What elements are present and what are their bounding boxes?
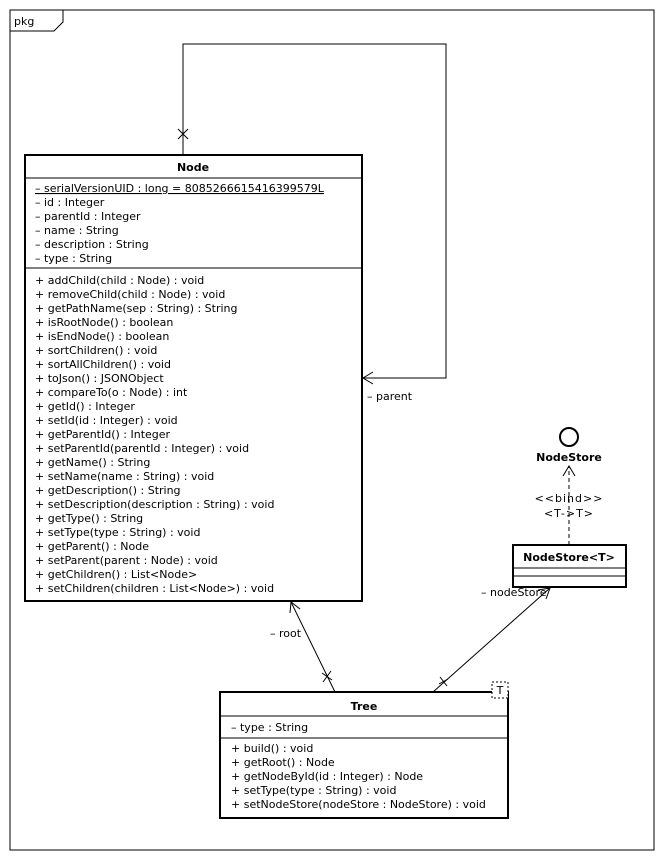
class-node-operation: + addChild(child : Node) : void: [35, 274, 204, 287]
class-node-operation: + setType(type : String) : void: [35, 526, 200, 539]
class-nodestore-bound: NodeStore<T>: [512, 544, 627, 588]
package-label: pkg: [14, 15, 34, 28]
class-node-operation: + setParentId(parentId : Integer) : void: [35, 442, 249, 455]
association-label-parent: – parent: [367, 390, 413, 403]
class-node-operation: + getName() : String: [35, 456, 150, 469]
class-node-operation: + sortChildren() : void: [35, 344, 157, 357]
class-tree-operation: + getRoot() : Node: [231, 756, 335, 769]
class-node-operation: + removeChild(child : Node) : void: [35, 288, 225, 301]
template-parameter: T: [496, 684, 504, 697]
class-node-operation: + getChildren() : List<Node>: [35, 568, 197, 581]
class-node-operation: + getPathName(sep : String) : String: [35, 302, 238, 315]
class-node-operation: + getDescription() : String: [35, 484, 181, 497]
binding-parameter: <T->T>: [544, 507, 594, 520]
class-node-operation: + compareTo(o : Node) : int: [35, 386, 188, 399]
association-node-parent: – parent: [177, 43, 447, 403]
class-tree-name: Tree: [351, 700, 378, 713]
class-node-attributes: – serialVersionUID : long = 808526661541…: [35, 182, 325, 265]
class-node-operation: + getParent() : Node: [35, 540, 149, 553]
class-tree-operation: + getNodeById(id : Integer) : Node: [231, 770, 423, 783]
association-label-nodestore: – nodeStore: [481, 586, 547, 599]
association-label-root: – root: [270, 627, 302, 640]
class-node-operation: + getId() : Integer: [35, 400, 135, 413]
class-node-attribute: – name : String: [35, 224, 119, 237]
class-node-attribute: – parentId : Integer: [35, 210, 141, 223]
class-node-operation: + isEndNode() : boolean: [35, 330, 169, 343]
class-node-operation: + setId(id : Integer) : void: [35, 414, 178, 427]
class-tree-attribute: – type : String: [231, 721, 308, 734]
class-node: Node – serialVersionUID : long = 8085266…: [24, 154, 363, 602]
class-nodestore-bound-name: NodeStore<T>: [523, 551, 615, 564]
class-tree-operations: + build() : void+ getRoot() : Node+ getN…: [231, 742, 486, 811]
class-tree-operation: + build() : void: [231, 742, 313, 755]
class-node-operation: + setName(name : String) : void: [35, 470, 214, 483]
class-tree-operation: + setNodeStore(nodeStore : NodeStore) : …: [231, 798, 486, 811]
class-node-operation: + getType() : String: [35, 512, 143, 525]
template-parameter-box: T: [491, 681, 509, 699]
class-tree-operation: + setType(type : String) : void: [231, 784, 396, 797]
class-node-attribute: – serialVersionUID : long = 808526661541…: [35, 182, 325, 195]
class-node-operation: + isRootNode() : boolean: [35, 316, 173, 329]
class-node-attribute: – id : Integer: [35, 196, 105, 209]
class-node-operation: + getParentId() : Integer: [35, 428, 171, 441]
class-node-operation: + sortAllChildren() : void: [35, 358, 171, 371]
class-tree-attributes: – type : String: [231, 721, 308, 734]
association-tree-nodestore: – nodeStore: [432, 586, 551, 693]
class-node-operation: + setChildren(children : List<Node>) : v…: [35, 582, 274, 595]
class-node-attribute: – type : String: [35, 252, 112, 265]
class-tree: Tree – type : String + build() : void+ g…: [219, 681, 509, 819]
binding-stereotype: <<bind>>: [535, 492, 604, 505]
association-tree-root: – root: [270, 601, 336, 693]
class-node-name: Node: [177, 161, 209, 174]
class-node-operations: + addChild(child : Node) : void+ removeC…: [35, 274, 274, 595]
class-node-operation: + toJson() : JSONObject: [35, 372, 164, 385]
class-node-operation: + setParent(parent : Node) : void: [35, 554, 218, 567]
interface-nodestore: NodeStore: [536, 427, 602, 464]
class-node-operation: + setDescription(description : String) :…: [35, 498, 274, 511]
class-node-attribute: – description : String: [35, 238, 149, 251]
interface-nodestore-name: NodeStore: [536, 451, 602, 464]
binding-dependency: <<bind>> <T->T>: [535, 465, 604, 545]
package-frame: pkg: [9, 9, 655, 851]
